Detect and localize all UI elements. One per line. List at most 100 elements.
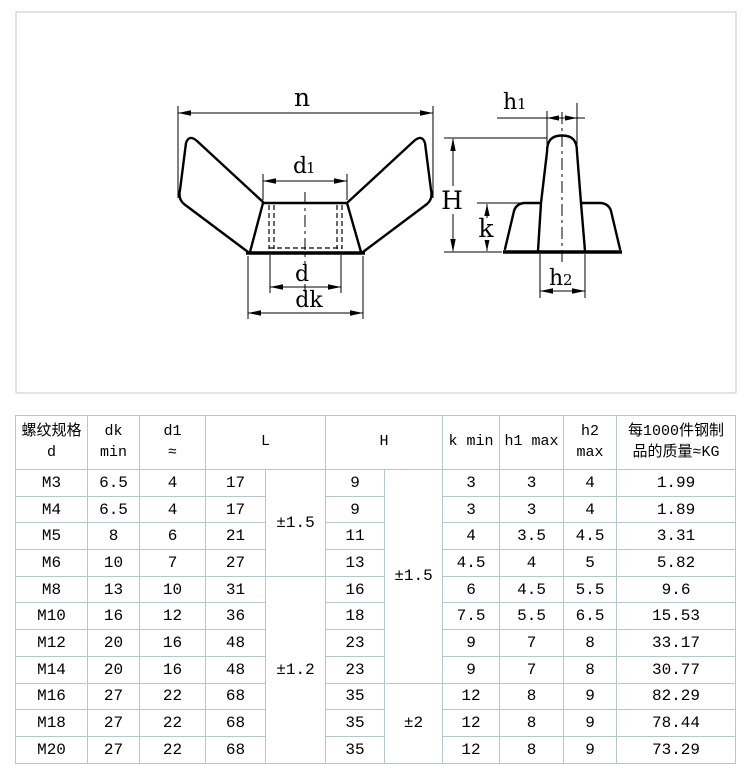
- table-cell: 5.82: [616, 549, 736, 577]
- header-H: H: [325, 415, 444, 470]
- table-cell: 4: [139, 469, 206, 497]
- header-d1-approx: d1 ≈: [139, 415, 206, 470]
- dk-label: dk: [295, 288, 323, 313]
- table-cell: 48: [205, 655, 266, 684]
- table-cell: 9: [325, 469, 386, 497]
- table-cell: 4: [499, 549, 565, 577]
- cell-thread-size: M8: [15, 575, 88, 604]
- H-dimension: H: [440, 137, 547, 253]
- table-cell: 16: [139, 655, 206, 684]
- table-cell: 18: [325, 602, 386, 631]
- table-cell: 16: [325, 575, 386, 604]
- cell-thread-size: M3: [15, 469, 88, 497]
- table-cell: 3.5: [499, 522, 565, 551]
- cell-L-tolerance: ±1.5: [264, 469, 327, 577]
- right-wing: [346, 136, 433, 254]
- table-cell: 15.53: [616, 602, 736, 631]
- table-cell: 20: [87, 655, 140, 684]
- table-cell: 10: [139, 575, 206, 604]
- h1-dimension: h 1: [497, 90, 585, 151]
- table-cell: 20: [87, 629, 140, 657]
- table-cell: 12: [442, 709, 501, 737]
- table-cell: 4.5: [442, 549, 501, 577]
- table-cell: 5.5: [563, 575, 618, 604]
- table-cell: 3: [499, 495, 565, 524]
- table-cell: 6.5: [87, 469, 140, 497]
- header-h1-max: h1 max: [499, 415, 565, 470]
- table-cell: 8: [87, 522, 140, 551]
- table-cell: 8: [499, 735, 565, 764]
- table-cell: 5: [563, 549, 618, 577]
- dk-dimension: dk: [247, 256, 364, 319]
- cell-L-tolerance: ±1.2: [264, 575, 327, 764]
- table-cell: 10: [87, 549, 140, 577]
- cell-thread-size: M16: [15, 682, 88, 711]
- table-cell: 7: [499, 655, 565, 684]
- cell-H-tolerance: ±2: [384, 682, 444, 764]
- cell-thread-size: M12: [15, 629, 88, 657]
- table-cell: 3.31: [616, 522, 736, 551]
- table-cell: 9: [563, 709, 618, 737]
- table-cell: 8: [563, 629, 618, 657]
- table-cell: 68: [205, 735, 266, 764]
- drawing-frame: [15, 11, 737, 394]
- n-label: n: [294, 83, 310, 112]
- table-cell: 7.5: [442, 602, 501, 631]
- cell-thread-size: M10: [15, 602, 88, 631]
- table-cell: 78.44: [616, 709, 736, 737]
- table-cell: 3: [442, 469, 501, 497]
- h2-label: h: [549, 266, 563, 291]
- k-label: k: [478, 214, 494, 243]
- table-cell: 12: [442, 682, 501, 711]
- table-cell: 6.5: [87, 495, 140, 524]
- table-cell: 9: [442, 655, 501, 684]
- table-cell: 31: [205, 575, 266, 604]
- table-cell: 22: [139, 735, 206, 764]
- table-cell: 27: [87, 682, 140, 711]
- d-label: d: [295, 262, 309, 287]
- table-cell: 13: [87, 575, 140, 604]
- table-cell: 35: [325, 709, 386, 737]
- table-cell: 27: [87, 735, 140, 764]
- cell-thread-size: M18: [15, 709, 88, 737]
- table-cell: 35: [325, 682, 386, 711]
- wing-nut-drawing: n d 1 d: [15, 11, 737, 394]
- d1-dimension: d 1: [262, 154, 348, 200]
- h1-label: h: [503, 90, 517, 115]
- header-h2-max: h2 max: [563, 415, 618, 470]
- table-cell: 9: [563, 682, 618, 711]
- table-cell: 23: [325, 629, 386, 657]
- cell-thread-size: M4: [15, 495, 88, 524]
- table-cell: 7: [499, 629, 565, 657]
- table-cell: 21: [205, 522, 266, 551]
- table-cell: 27: [87, 709, 140, 737]
- header-k-min: k min: [442, 415, 501, 470]
- table-cell: 17: [205, 495, 266, 524]
- table-cell: 68: [205, 682, 266, 711]
- table-cell: 9: [325, 495, 386, 524]
- table-cell: 22: [139, 709, 206, 737]
- table-cell: 30.77: [616, 655, 736, 684]
- table-cell: 48: [205, 629, 266, 657]
- cell-thread-size: M20: [15, 735, 88, 764]
- table-cell: 13: [325, 549, 386, 577]
- header-thread-spec: 螺纹规格 d: [15, 415, 88, 470]
- table-cell: 1.89: [616, 495, 736, 524]
- table-cell: 4.5: [499, 575, 565, 604]
- cell-thread-size: M6: [15, 549, 88, 577]
- d1-label: d: [293, 154, 307, 179]
- header-dk-min: dk min: [87, 415, 140, 470]
- h2-dimension: h 2: [539, 254, 586, 298]
- table-cell: 3: [442, 495, 501, 524]
- n-dimension: n: [177, 83, 434, 198]
- table-cell: 9.6: [616, 575, 736, 604]
